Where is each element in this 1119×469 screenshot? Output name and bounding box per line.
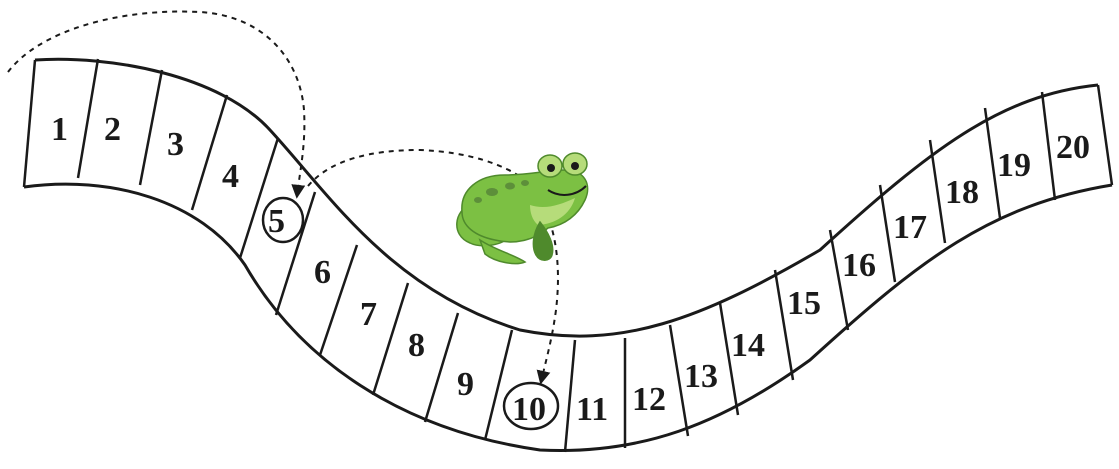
cell-number-3: 3	[167, 126, 184, 163]
cell-number-6: 6	[314, 254, 331, 291]
cell-dividers	[24, 59, 1112, 452]
cell-number-10: 10	[512, 391, 546, 428]
cell-number-15: 15	[787, 285, 821, 322]
cell-number-11: 11	[576, 391, 608, 428]
cell-number-20: 20	[1056, 129, 1090, 166]
cell-number-14: 14	[731, 327, 765, 364]
cell-number-2: 2	[104, 111, 121, 148]
cell-number-5: 5	[268, 203, 285, 240]
cell-number-7: 7	[360, 296, 377, 333]
cell-number-4: 4	[222, 158, 239, 195]
cell-number-13: 13	[684, 358, 718, 395]
cell-number-16: 16	[842, 247, 876, 284]
cell-number-1: 1	[51, 111, 68, 148]
cell-number-17: 17	[893, 209, 927, 246]
cell-number-18: 18	[945, 174, 979, 211]
cell-number-12: 12	[632, 381, 666, 418]
cell-number-9: 9	[457, 366, 474, 403]
cell-number-8: 8	[408, 327, 425, 364]
frog-figure	[457, 153, 588, 264]
cell-number-19: 19	[997, 147, 1031, 184]
